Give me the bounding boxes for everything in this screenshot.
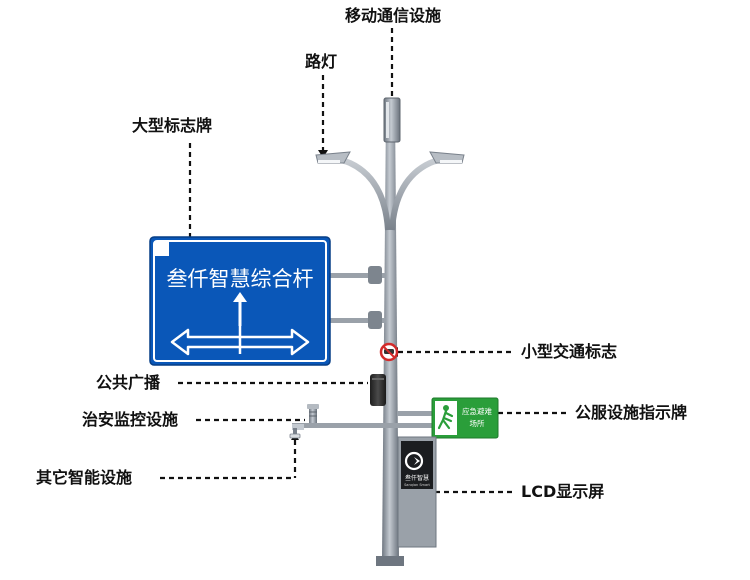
lcd-brand: 叁仟智慧 — [405, 474, 429, 482]
large-sign: 叁仟智慧综合杆 — [149, 236, 331, 366]
label-public-service-sign: 公服设施指示牌 — [575, 403, 688, 422]
light-arm-left — [321, 155, 391, 231]
double-arrow-icon — [170, 328, 310, 356]
label-other-smart: 其它智能设施 — [36, 468, 133, 487]
label-large-sign: 大型标志牌 — [132, 116, 213, 135]
light-lens-left — [318, 160, 340, 163]
up-arrow-icon — [233, 292, 247, 302]
street-light — [315, 151, 465, 231]
small-traffic-sign — [379, 342, 399, 362]
pole-shaft — [382, 110, 399, 560]
other-smart-device — [289, 428, 301, 439]
lcd-brand-en: Sanqian Smart — [404, 483, 430, 487]
mobile-comm-unit — [383, 97, 401, 143]
service-arm — [292, 423, 432, 430]
label-street-light: 路灯 — [305, 52, 338, 71]
label-small-traffic-sign: 小型交通标志 — [521, 342, 618, 361]
light-lens-right — [440, 160, 462, 163]
large-sign-text: 叁仟智慧综合杆 — [167, 267, 314, 291]
sign-brackets — [328, 266, 386, 329]
leader-lines — [160, 28, 570, 494]
brand-logo-icon — [414, 457, 420, 465]
public-service-sign: 应急避难 场所 — [397, 397, 499, 439]
label-lcd-screen: LCD显示屏 — [521, 482, 605, 501]
lcd-display: 叁仟智慧 Sanqian Smart — [397, 436, 437, 548]
light-arm-right — [389, 155, 459, 231]
label-security-monitor: 治安监控设施 — [82, 410, 179, 429]
pole-base — [376, 556, 404, 566]
broadcast-speaker — [370, 374, 386, 406]
security-camera — [307, 404, 319, 423]
green-sign-line1: 应急避难 — [462, 406, 492, 416]
green-sign-line2: 场所 — [470, 418, 485, 428]
running-person-icon — [437, 409, 454, 430]
label-mobile-comm: 移动通信设施 — [345, 6, 442, 25]
label-public-broadcast: 公共广播 — [96, 373, 161, 392]
